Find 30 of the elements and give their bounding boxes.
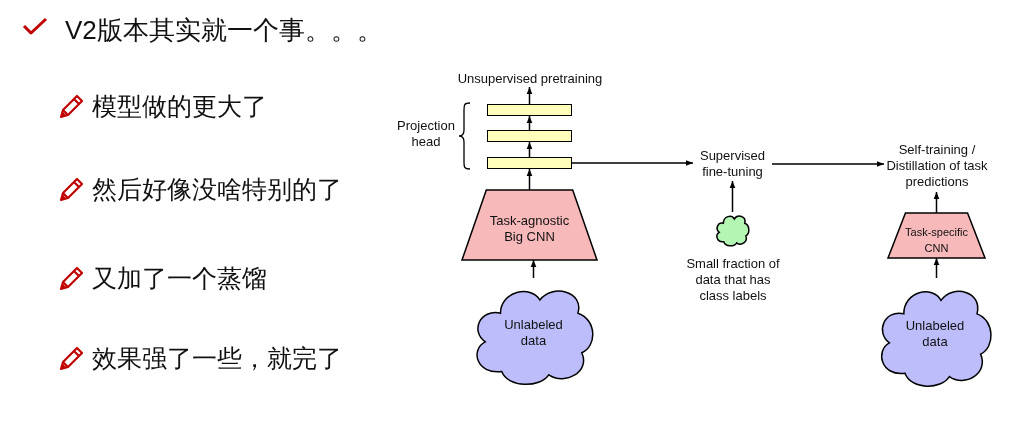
bullet-text: 效果强了一些，就完了 bbox=[92, 343, 342, 374]
arrow bbox=[571, 160, 694, 166]
shape-label: Task-specific CNN bbox=[904, 224, 969, 256]
annotation-text: Projection head bbox=[396, 118, 456, 150]
bullet-text: 模型做的更大了 bbox=[92, 91, 267, 122]
arrow bbox=[933, 191, 940, 214]
arrow bbox=[771, 161, 885, 167]
data-cloud bbox=[715, 212, 750, 247]
arrow bbox=[729, 180, 736, 213]
stage-label: Self-training / Distillation of task predictions bbox=[884, 140, 990, 192]
layer-bar bbox=[487, 130, 572, 142]
layer-bar bbox=[487, 104, 572, 116]
arrow bbox=[526, 168, 533, 191]
stage-label: Unsupervised pretraining bbox=[450, 70, 610, 87]
shape-label: Task-agnostic Big CNN bbox=[488, 213, 571, 245]
arrow bbox=[530, 259, 537, 279]
arrow bbox=[933, 257, 940, 279]
arrow bbox=[526, 86, 533, 105]
stage-label: Supervised fine-tuning bbox=[693, 147, 772, 181]
caption-text: Small fraction of data that has class labels bbox=[685, 256, 781, 304]
cnn-trapezoid bbox=[462, 190, 597, 260]
arrow bbox=[526, 115, 533, 131]
bullet-text: 然后好像没啥特别的了 bbox=[92, 174, 342, 205]
heading-text: V2版本其实就一个事。。。 bbox=[65, 14, 383, 47]
layer-bar bbox=[487, 157, 572, 169]
shape-label: Unlabeled data bbox=[503, 317, 564, 349]
arrow bbox=[526, 141, 533, 158]
bullet-text: 又加了一个蒸馏 bbox=[92, 263, 267, 294]
cnn-trapezoid bbox=[888, 213, 985, 258]
shape-label: Unlabeled data bbox=[904, 318, 966, 350]
